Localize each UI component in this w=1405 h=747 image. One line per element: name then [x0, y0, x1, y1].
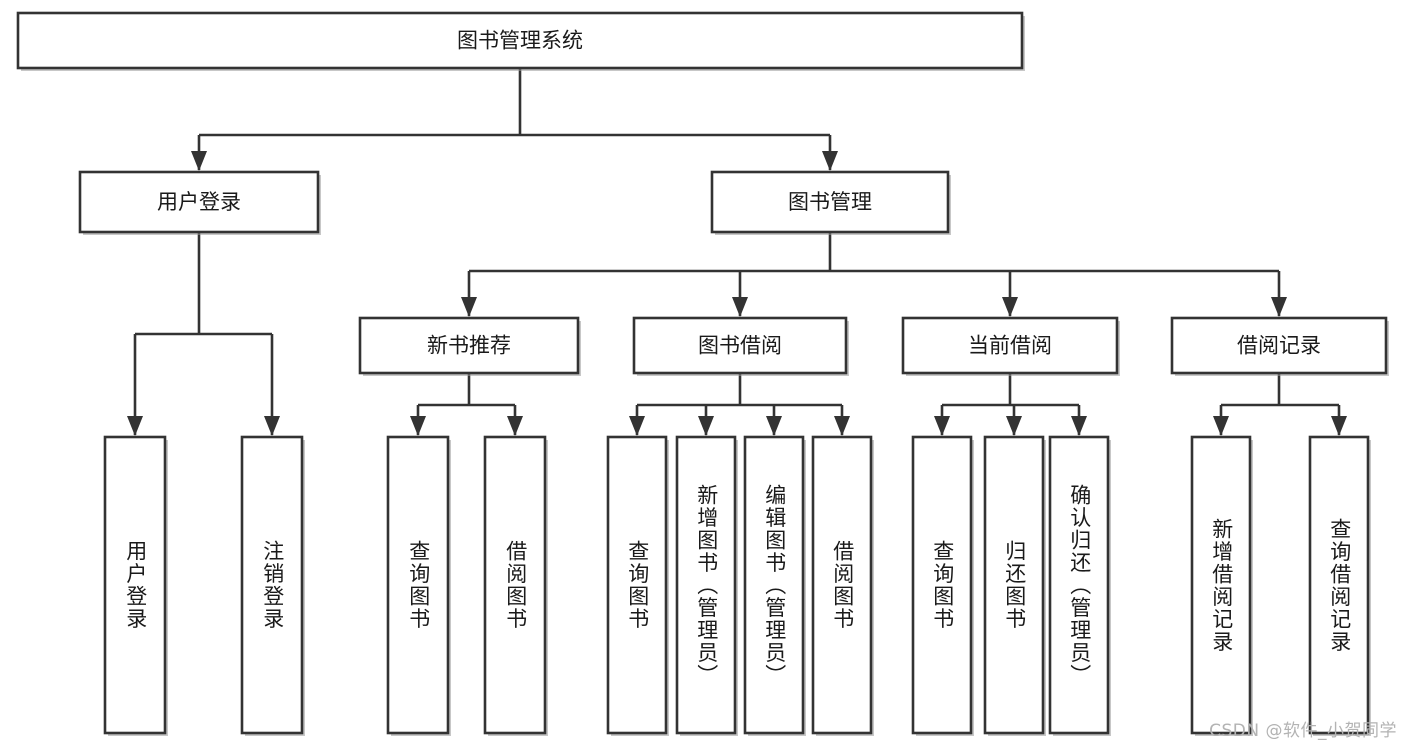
connector-layer	[127, 68, 1347, 436]
arrow-head-icon	[191, 151, 207, 171]
node-new-book-rec-label: 新书推荐	[427, 334, 511, 358]
node-current-borrow[interactable]	[901, 316, 1120, 376]
arrow-head-icon	[410, 416, 426, 436]
arrow-head-icon	[461, 297, 477, 317]
node-cb-return-label: 归还图书	[1002, 540, 1027, 630]
arrow-head-icon	[1331, 416, 1347, 436]
arrow-head-icon	[1271, 297, 1287, 317]
node-book-borrow[interactable]	[632, 316, 849, 376]
node-new-book-rec[interactable]	[358, 316, 581, 376]
arrow-head-icon	[1213, 416, 1229, 436]
arrow-head-icon	[507, 416, 523, 436]
node-nbr-borrow[interactable]	[483, 435, 548, 736]
node-user-logout-leaf[interactable]	[240, 435, 305, 736]
node-bb-borrow[interactable]	[811, 435, 874, 736]
node-br-add[interactable]	[1190, 435, 1253, 736]
node-user-login[interactable]	[78, 170, 321, 235]
node-user-logout-leaf-label: 注销登录	[260, 540, 285, 630]
arrow-head-icon	[732, 297, 748, 317]
node-root[interactable]	[16, 11, 1025, 71]
node-bb-edit-label: 编辑图书（管理员）	[762, 483, 787, 687]
node-bb-add[interactable]	[675, 435, 738, 736]
arrow-head-icon	[698, 416, 714, 436]
arrow-head-icon	[834, 416, 850, 436]
node-bb-edit[interactable]	[743, 435, 806, 736]
arrow-head-icon	[1002, 297, 1018, 317]
watermark-text: CSDN @软件_小贺同学	[1209, 721, 1397, 741]
node-nbr-borrow-label: 借阅图书	[503, 540, 528, 630]
node-cb-confirm-label: 确认归还（管理员）	[1067, 483, 1092, 687]
node-user-login-leaf-label: 用户登录	[123, 540, 148, 630]
node-bb-query-label: 查询图书	[625, 540, 650, 630]
node-user-login-label: 用户登录	[157, 190, 241, 214]
node-book-borrow-label: 图书借阅	[698, 334, 782, 358]
node-cb-query-label: 查询图书	[930, 540, 955, 630]
node-bb-query[interactable]	[606, 435, 669, 736]
node-user-login-leaf[interactable]	[103, 435, 168, 736]
node-br-query[interactable]	[1308, 435, 1371, 736]
node-nbr-query[interactable]	[386, 435, 451, 736]
arrow-head-icon	[766, 416, 782, 436]
arrow-head-icon	[629, 416, 645, 436]
node-borrow-record[interactable]	[1170, 316, 1389, 376]
arrow-head-icon	[822, 151, 838, 171]
node-br-query-label: 查询借阅记录	[1327, 517, 1352, 653]
arrow-head-icon	[127, 416, 143, 436]
arrow-head-icon	[1006, 416, 1022, 436]
node-book-manage-label: 图书管理	[788, 190, 872, 214]
node-bb-borrow-label: 借阅图书	[830, 540, 855, 630]
arrow-head-icon	[934, 416, 950, 436]
node-br-add-label: 新增借阅记录	[1209, 517, 1234, 653]
node-book-manage[interactable]	[710, 170, 951, 235]
node-borrow-record-label: 借阅记录	[1237, 334, 1321, 358]
arrow-head-icon	[1071, 416, 1087, 436]
arrow-head-icon	[264, 416, 280, 436]
node-bb-add-label: 新增图书（管理员）	[694, 483, 719, 687]
node-cb-query[interactable]	[911, 435, 974, 736]
node-nbr-query-label: 查询图书	[406, 540, 431, 630]
node-current-borrow-label: 当前借阅	[968, 334, 1052, 358]
node-root-label: 图书管理系统	[457, 29, 583, 53]
node-cb-return[interactable]	[983, 435, 1046, 736]
node-cb-confirm[interactable]	[1048, 435, 1111, 736]
